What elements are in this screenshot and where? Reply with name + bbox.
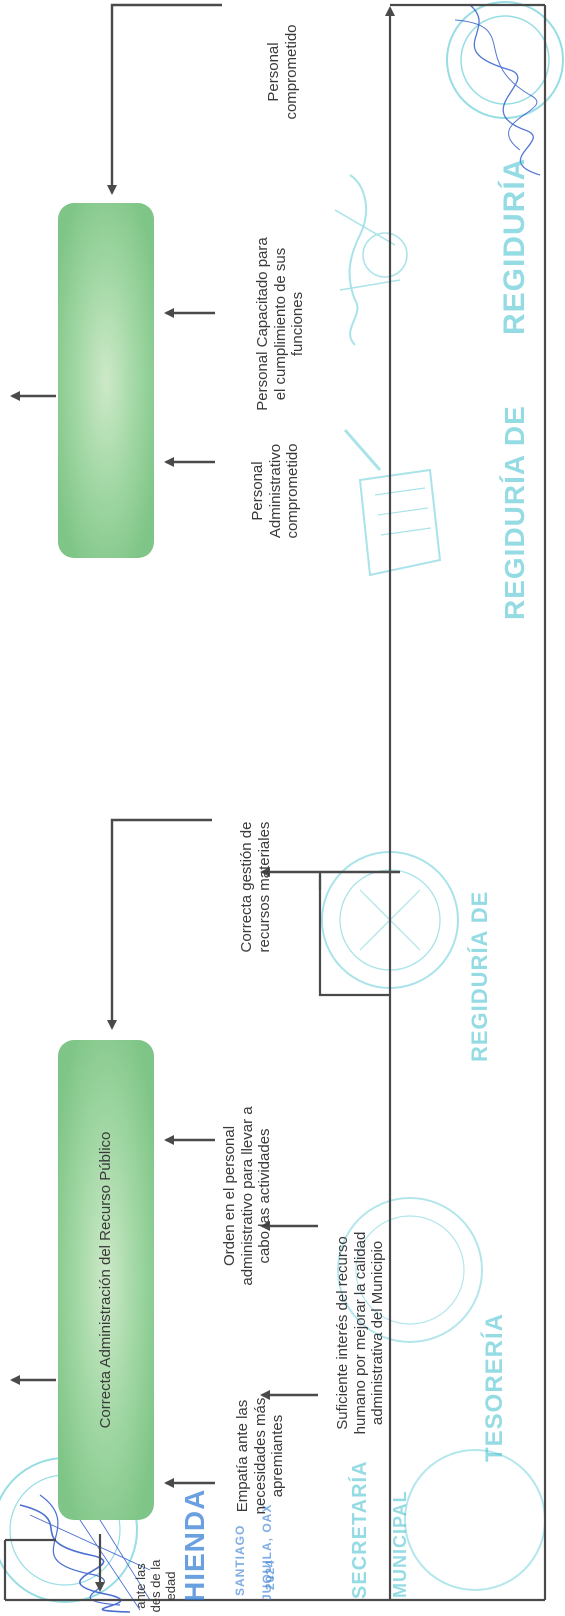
- box-label-programas: [93, 210, 123, 550]
- box-programas: [58, 203, 154, 558]
- node-partial-left: ante las des de la edad: [133, 1559, 178, 1613]
- stamp-circle-tesoreria: [337, 1197, 483, 1343]
- node-personal-administrativo: Personal Administrativo comprometido: [249, 443, 302, 539]
- node-suficiente-interes: Suficiente interés del recurso humano po…: [334, 1231, 387, 1435]
- stamp-text-municipal: MUNICIPAL: [390, 1490, 410, 1598]
- stamp-text-regiduria-1: REGIDURÍA DE: [499, 405, 530, 620]
- signature-scribble-top: [454, 4, 541, 176]
- stamp-text-regiduria-2: REGIDURÍA DE: [467, 890, 492, 1062]
- node-personal-comprometido: Personal comprometido: [265, 24, 300, 120]
- stamp-figure-capacitado: [334, 174, 408, 346]
- node-personal-capacitado: Personal Capacitado para el cumplimiento…: [254, 237, 307, 411]
- stamp-book-admin: [343, 429, 442, 577]
- connector-interes-gestion: [318, 940, 390, 997]
- connector-gestion-admin: [107, 818, 212, 1030]
- node-correcta-gestion: Correcta gestión de recursos materiales: [238, 821, 273, 953]
- stamp-text-secretaria: SECRETARÍA: [349, 1460, 371, 1599]
- box-label-administracion: Correcta Administración del Recurso Públ…: [97, 1131, 114, 1429]
- stamp-circle-bottom: [404, 1449, 546, 1591]
- node-empatia: Empatía ante las necesidades más apremia…: [234, 1397, 287, 1515]
- stamp-text-regiduria-3: REGIDURÍA: [498, 157, 531, 335]
- connector-comprometido-programas: [107, 3, 222, 195]
- stamp-text-tesoreria: TESORERÍA: [481, 1312, 508, 1462]
- node-orden-personal: Orden en el personal administrativo para…: [221, 1106, 274, 1286]
- box-administracion: [58, 1040, 154, 1520]
- stamp-text-small-3: 2024: [263, 1559, 277, 1590]
